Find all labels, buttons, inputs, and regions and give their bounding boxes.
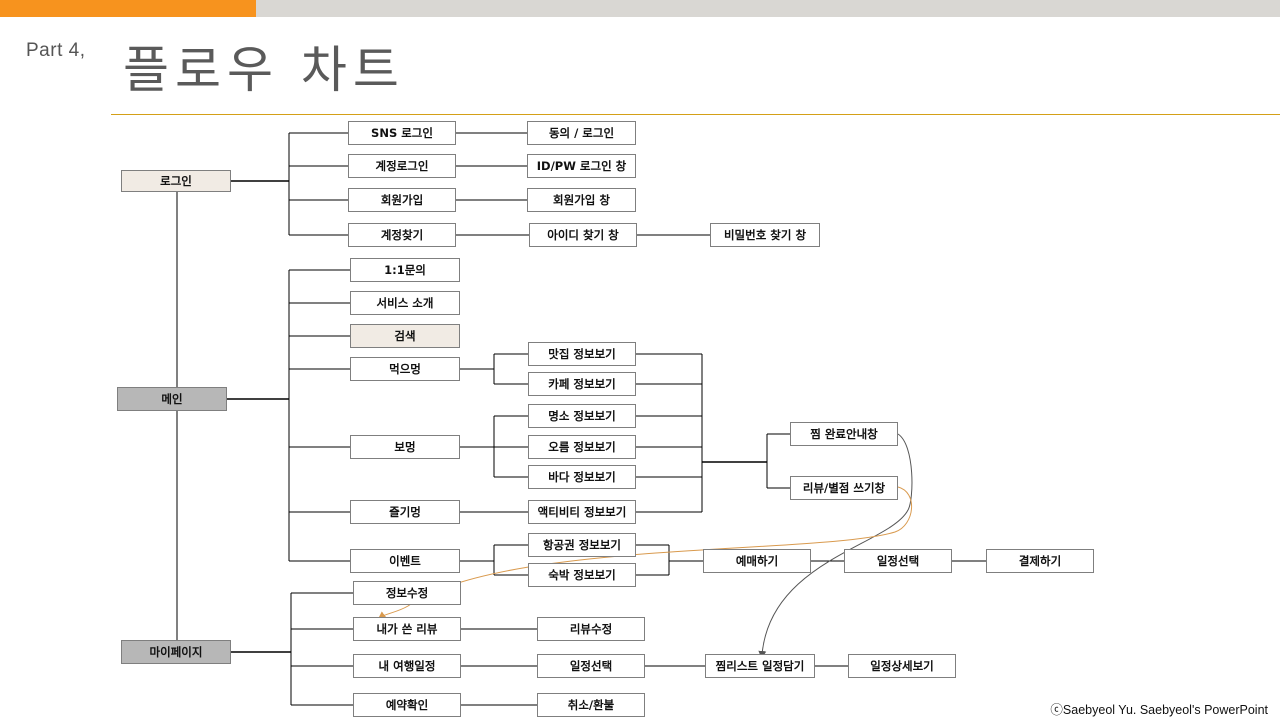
node-sea-info: 바다 정보보기	[528, 465, 636, 489]
top-bar	[256, 0, 1280, 17]
node-find-account: 계정찾기	[348, 223, 456, 247]
node-schedule-detail: 일정상세보기	[848, 654, 956, 678]
node-edit-review: 리뷰수정	[537, 617, 645, 641]
node-oreum-info: 오름 정보보기	[528, 435, 636, 459]
wish-to-wishlist-arrow	[758, 433, 913, 659]
node-edit-info: 정보수정	[353, 581, 461, 605]
node-wish-done: 찜 완료안내창	[790, 422, 898, 446]
node-review-write: 리뷰/별점 쓰기창	[790, 476, 898, 500]
node-service-intro: 서비스 소개	[350, 291, 460, 315]
node-consent-login: 동의 / 로그인	[527, 121, 636, 145]
node-spot-info: 명소 정보보기	[528, 404, 636, 428]
node-see: 보멍	[350, 435, 460, 459]
node-my-trip: 내 여행일정	[353, 654, 461, 678]
review-to-myreview-arrow	[377, 486, 913, 620]
node-restaurant-info: 맛집 정보보기	[528, 342, 636, 366]
node-find-id-window: 아이디 찾기 창	[529, 223, 637, 247]
top-accent-bar	[0, 0, 256, 17]
page-title: 플로우 차트	[123, 41, 405, 99]
node-find-pw-window: 비밀번호 찾기 창	[710, 223, 820, 247]
node-idpw-window: ID/PW 로그인 창	[527, 154, 636, 178]
node-inquiry: 1:1문의	[350, 258, 460, 282]
node-main: 메인	[117, 387, 227, 411]
node-reserve: 예매하기	[703, 549, 811, 573]
node-sns-login: SNS 로그인	[348, 121, 456, 145]
copyright-text: ⓒSaebyeol Yu. Saebyeol's PowerPoint	[1050, 703, 1268, 717]
node-eat: 먹으멍	[350, 357, 460, 381]
node-wishlist-schedule: 찜리스트 일정담기	[705, 654, 815, 678]
node-flight-info: 항공권 정보보기	[528, 533, 636, 557]
node-my-reviews: 내가 쓴 리뷰	[353, 617, 461, 641]
node-signup: 회원가입	[348, 188, 456, 212]
node-mypage: 마이페이지	[121, 640, 231, 664]
node-trip-schedule-select: 일정선택	[537, 654, 645, 678]
node-cafe-info: 카페 정보보기	[528, 372, 636, 396]
node-lodging-info: 숙박 정보보기	[528, 563, 636, 587]
node-login: 로그인	[121, 170, 231, 192]
node-search: 검색	[350, 324, 460, 348]
node-enjoy: 즐기멍	[350, 500, 460, 524]
node-reservation-check: 예약확인	[353, 693, 461, 717]
node-cancel-refund: 취소/환불	[537, 693, 645, 717]
node-pay: 결제하기	[986, 549, 1094, 573]
node-activity-info: 액티비티 정보보기	[528, 500, 636, 524]
title-divider	[111, 114, 1280, 115]
node-signup-window: 회원가입 창	[527, 188, 636, 212]
node-schedule-select: 일정선택	[844, 549, 952, 573]
node-event: 이벤트	[350, 549, 460, 573]
node-account-login: 계정로그인	[348, 154, 456, 178]
part-label: Part 4,	[26, 40, 86, 61]
